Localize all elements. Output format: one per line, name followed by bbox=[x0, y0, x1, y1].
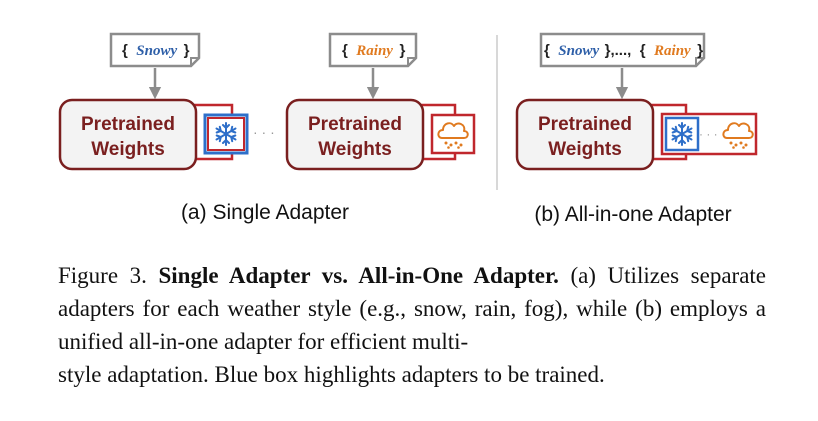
caption-body-last-line: style adaptation. Blue box highlights ad… bbox=[58, 362, 605, 387]
tag-separator: },..., bbox=[605, 42, 632, 59]
pretrained-weights-block-2: Pretrained Weights bbox=[285, 98, 425, 171]
block-label-line2: Weights bbox=[548, 139, 622, 160]
tag-word-snowy: Snowy bbox=[136, 43, 177, 59]
tag-word-rainy: Rainy bbox=[653, 43, 691, 59]
tag-brace-close: } bbox=[184, 42, 190, 59]
block-label-line2: Weights bbox=[91, 139, 165, 160]
tag-brace-open: { bbox=[122, 42, 128, 59]
subcaption-b: (b) All-in-one Adapter bbox=[534, 203, 731, 226]
pretrained-weights-block-3: Pretrained Weights bbox=[515, 98, 655, 171]
pretrained-weights-block-1: Pretrained Weights bbox=[58, 98, 198, 171]
tag-brace-close: } bbox=[697, 42, 703, 59]
ellipsis: · · · bbox=[253, 124, 275, 140]
caption-body: (a) Utilizes separate adapters for each … bbox=[58, 263, 767, 354]
panel-b: { Snowy },..., { Rainy } · · · Pretraine… bbox=[515, 32, 758, 226]
svg-text:{ Rainy }: { Rainy } bbox=[342, 42, 405, 59]
tag-brace-close: } bbox=[399, 42, 405, 59]
block-label-line2: Weights bbox=[318, 139, 392, 160]
subcaption-a: (a) Single Adapter bbox=[181, 201, 349, 224]
svg-text:{ Snowy },...,: { Snowy },..., { Rainy } bbox=[544, 42, 703, 59]
tag-word-snowy: Snowy bbox=[558, 43, 599, 59]
figure-caption: Figure 3. Single Adapter vs. All-in-One … bbox=[58, 259, 766, 391]
figure-diagram: { Snowy } Pretrained Weights · · · { bbox=[58, 32, 758, 226]
caption-title: Single Adapter vs. All-in-One Adapter. bbox=[158, 263, 559, 288]
caption-label: Figure 3. bbox=[58, 263, 147, 288]
tag-brace-open: { bbox=[640, 42, 646, 59]
block-label-line1: Pretrained bbox=[538, 114, 632, 135]
panel-a: { Snowy } Pretrained Weights · · · { bbox=[58, 32, 476, 224]
tag-word-rainy: Rainy bbox=[355, 43, 393, 59]
tag-brace-open: { bbox=[544, 42, 550, 59]
condition-tag-multi: { Snowy },..., { Rainy } bbox=[539, 32, 706, 68]
tag-brace-open: { bbox=[342, 42, 348, 59]
condition-tag-rainy: { Rainy } bbox=[328, 32, 418, 68]
block-label-line1: Pretrained bbox=[81, 114, 175, 135]
condition-tag-snowy: { Snowy } bbox=[109, 32, 201, 68]
svg-text:{ Snowy }: { Snowy } bbox=[122, 42, 190, 59]
block-label-line1: Pretrained bbox=[308, 114, 402, 135]
ellipsis: · · · bbox=[699, 127, 718, 141]
